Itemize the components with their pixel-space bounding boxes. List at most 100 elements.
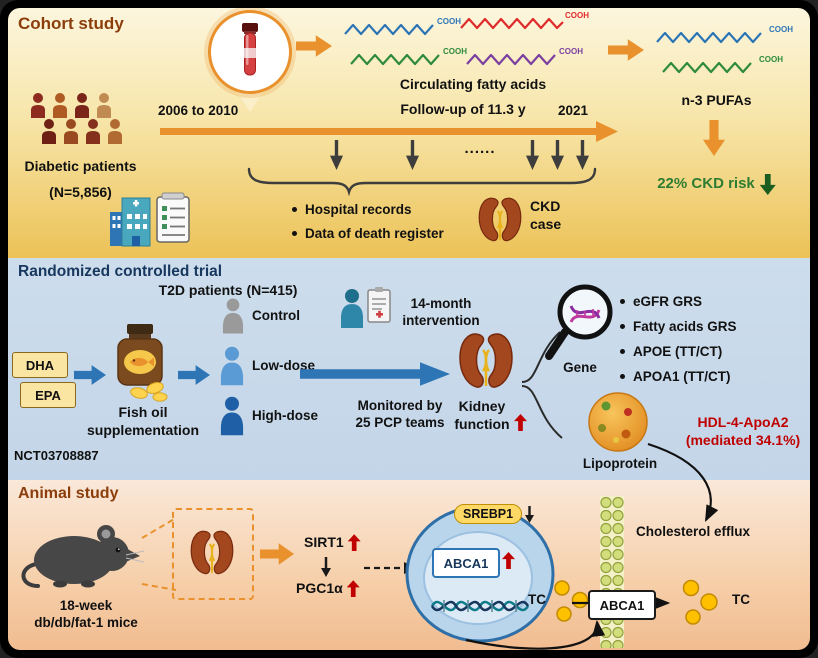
bullet-icon bbox=[620, 348, 625, 354]
mouse-icon bbox=[21, 525, 145, 588]
diabetic-patients-count: (N=5,856) bbox=[49, 184, 112, 200]
arrow-right-icon bbox=[260, 543, 294, 565]
cooh-label: COOH bbox=[565, 11, 589, 20]
tc-right-dots-icon bbox=[682, 579, 718, 625]
cohort-study-panel: Cohort study Diabetic patients (N=5,856) bbox=[8, 8, 810, 258]
diabetic-patients-label: Diabetic patients bbox=[24, 158, 137, 174]
kidney-line1: Kidney bbox=[458, 398, 506, 414]
rct-title: Randomized controlled trial bbox=[18, 263, 223, 280]
group-low-dose-label: Low-dose bbox=[252, 358, 315, 373]
monitored-line2: 25 PCP teams bbox=[355, 414, 445, 430]
pufa-chain-green: COOH bbox=[662, 55, 783, 74]
hdl-line2: (mediated 34.1%) bbox=[685, 431, 801, 448]
ckd-risk-label: 22% CKD risk bbox=[657, 175, 755, 193]
kidney-function-icon bbox=[456, 326, 516, 394]
tc-right-label: TC bbox=[732, 592, 750, 607]
intervention-arrow-icon bbox=[300, 362, 450, 386]
pgc1a-up-arrow-icon bbox=[346, 580, 360, 598]
fatty-acid-chain-green: COOH bbox=[350, 47, 467, 66]
timeline-end-label: 2021 bbox=[558, 103, 589, 118]
hdl-line1: HDL-4-ApoA2 bbox=[697, 414, 789, 430]
intervention-line2: intervention bbox=[402, 312, 480, 328]
gene-bullet-apoe: APOE (TT/CT) bbox=[633, 343, 723, 359]
ckd-kidney-icon bbox=[476, 192, 524, 246]
bullet-hospital-records: Hospital records bbox=[305, 202, 412, 217]
intervention-label: 14-month intervention bbox=[386, 296, 496, 330]
high-dose-person-icon bbox=[218, 396, 246, 436]
gene-bullet-fa-grs: Fatty acids GRS bbox=[633, 318, 737, 334]
arrow-down-icon bbox=[702, 120, 726, 156]
blood-sample-circle bbox=[208, 10, 292, 94]
bullet-icon bbox=[292, 230, 297, 236]
animal-title: Animal study bbox=[18, 485, 119, 502]
pufa-label: n-3 PUFAs bbox=[681, 92, 752, 108]
circulating-fatty-acids-label: Circulating fatty acids bbox=[399, 76, 547, 92]
sirt1-up-arrow-icon bbox=[347, 534, 361, 552]
mouse-kidney-icon bbox=[188, 522, 236, 582]
arrow-right-icon bbox=[296, 35, 332, 57]
signal-down-arrow-icon bbox=[321, 557, 331, 577]
abca1-nucleus-box: ABCA1 bbox=[432, 548, 500, 578]
bullet-icon bbox=[620, 323, 625, 329]
arrow-right-icon bbox=[74, 365, 106, 385]
epa-box: EPA bbox=[20, 382, 76, 408]
cholesterol-efflux-label: Cholesterol efflux bbox=[636, 524, 751, 539]
pgc1a-label: PGC1α bbox=[296, 580, 343, 596]
animal-study-panel: Animal study 18-week db/db/fat-1 mice SI… bbox=[8, 480, 810, 650]
control-person-icon bbox=[220, 298, 246, 334]
gene-bullet-list: eGFR GRS Fatty acids GRS APOE (TT/CT) AP… bbox=[620, 294, 737, 386]
cooh-label: COOH bbox=[769, 25, 793, 34]
srebp1-pill: SREBP1 bbox=[454, 504, 523, 524]
blood-tube-icon bbox=[242, 23, 258, 76]
timeline-bar bbox=[160, 128, 598, 135]
cooh-label: COOH bbox=[437, 17, 461, 26]
dha-box: DHA bbox=[12, 352, 68, 378]
group-high-dose-label: High-dose bbox=[252, 408, 318, 423]
cooh-label: COOH bbox=[443, 47, 467, 56]
low-dose-person-icon bbox=[218, 346, 246, 386]
timeline-arrowhead-icon bbox=[596, 121, 618, 142]
ckd-line1: CKD bbox=[530, 198, 561, 214]
nct-id-label: NCT03708887 bbox=[14, 448, 99, 463]
srebp1-row: SREBP1 bbox=[454, 504, 535, 524]
bullet-icon bbox=[620, 299, 625, 304]
fatty-acid-chain-purple: COOH bbox=[466, 47, 583, 66]
records-bullet-list: Hospital records Data of death register bbox=[292, 202, 444, 243]
fish-oil-line2: supplementation bbox=[86, 421, 199, 438]
fish-oil-bottle-icon bbox=[117, 324, 168, 402]
ckd-risk-result: 22% CKD risk bbox=[624, 174, 809, 195]
rct-panel: Randomized controlled trial T2D patients… bbox=[8, 258, 810, 480]
bullet-death-register: Data of death register bbox=[305, 225, 444, 241]
ckd-case-label: CKD case bbox=[530, 198, 561, 233]
arrow-right-icon bbox=[178, 365, 210, 385]
followup-label: Follow-up of 11.3 y bbox=[400, 101, 526, 117]
lipoprotein-label: Lipoprotein bbox=[582, 456, 658, 471]
hdl-mediation-label: HDL-4-ApoA2 (mediated 34.1%) bbox=[678, 414, 808, 449]
risk-down-arrow-icon bbox=[759, 174, 776, 195]
bullet-icon bbox=[620, 373, 625, 379]
cooh-label: COOH bbox=[559, 47, 583, 56]
gene-bullet-egfr: eGFR GRS bbox=[633, 294, 703, 309]
monitored-line1: Monitored by bbox=[357, 398, 443, 413]
lipoprotein-icon bbox=[588, 392, 648, 452]
arrow-right-icon bbox=[608, 39, 644, 61]
bullet-icon bbox=[292, 207, 297, 212]
mice-line2: db/db/fat-1 mice bbox=[34, 614, 138, 630]
fatty-acid-chain-blue: COOH bbox=[344, 17, 461, 36]
cohort-title: Cohort study bbox=[18, 14, 124, 33]
monitored-label: Monitored by 25 PCP teams bbox=[320, 398, 480, 432]
kidney-line2: function bbox=[454, 415, 510, 432]
fish-oil-line1: Fish oil bbox=[118, 404, 168, 420]
pufa-chain-blue: COOH bbox=[656, 25, 793, 44]
sirt1-label: SIRT1 bbox=[304, 534, 344, 550]
gene-bullet-apoa1: APOA1 (TT/CT) bbox=[633, 368, 731, 384]
doctor-icon bbox=[341, 287, 391, 328]
srebp1-down-arrow-icon bbox=[525, 505, 535, 523]
records-ledger-icon bbox=[156, 192, 190, 243]
t2d-patients-label: T2D patients (N=415) bbox=[158, 282, 298, 298]
fork-brace-icon bbox=[521, 331, 563, 439]
group-control-label: Control bbox=[252, 308, 300, 323]
gene-label: Gene bbox=[563, 360, 597, 375]
fish-oil-label: Fish oil supplementation bbox=[80, 404, 206, 439]
cell-membrane-icon bbox=[600, 496, 624, 648]
